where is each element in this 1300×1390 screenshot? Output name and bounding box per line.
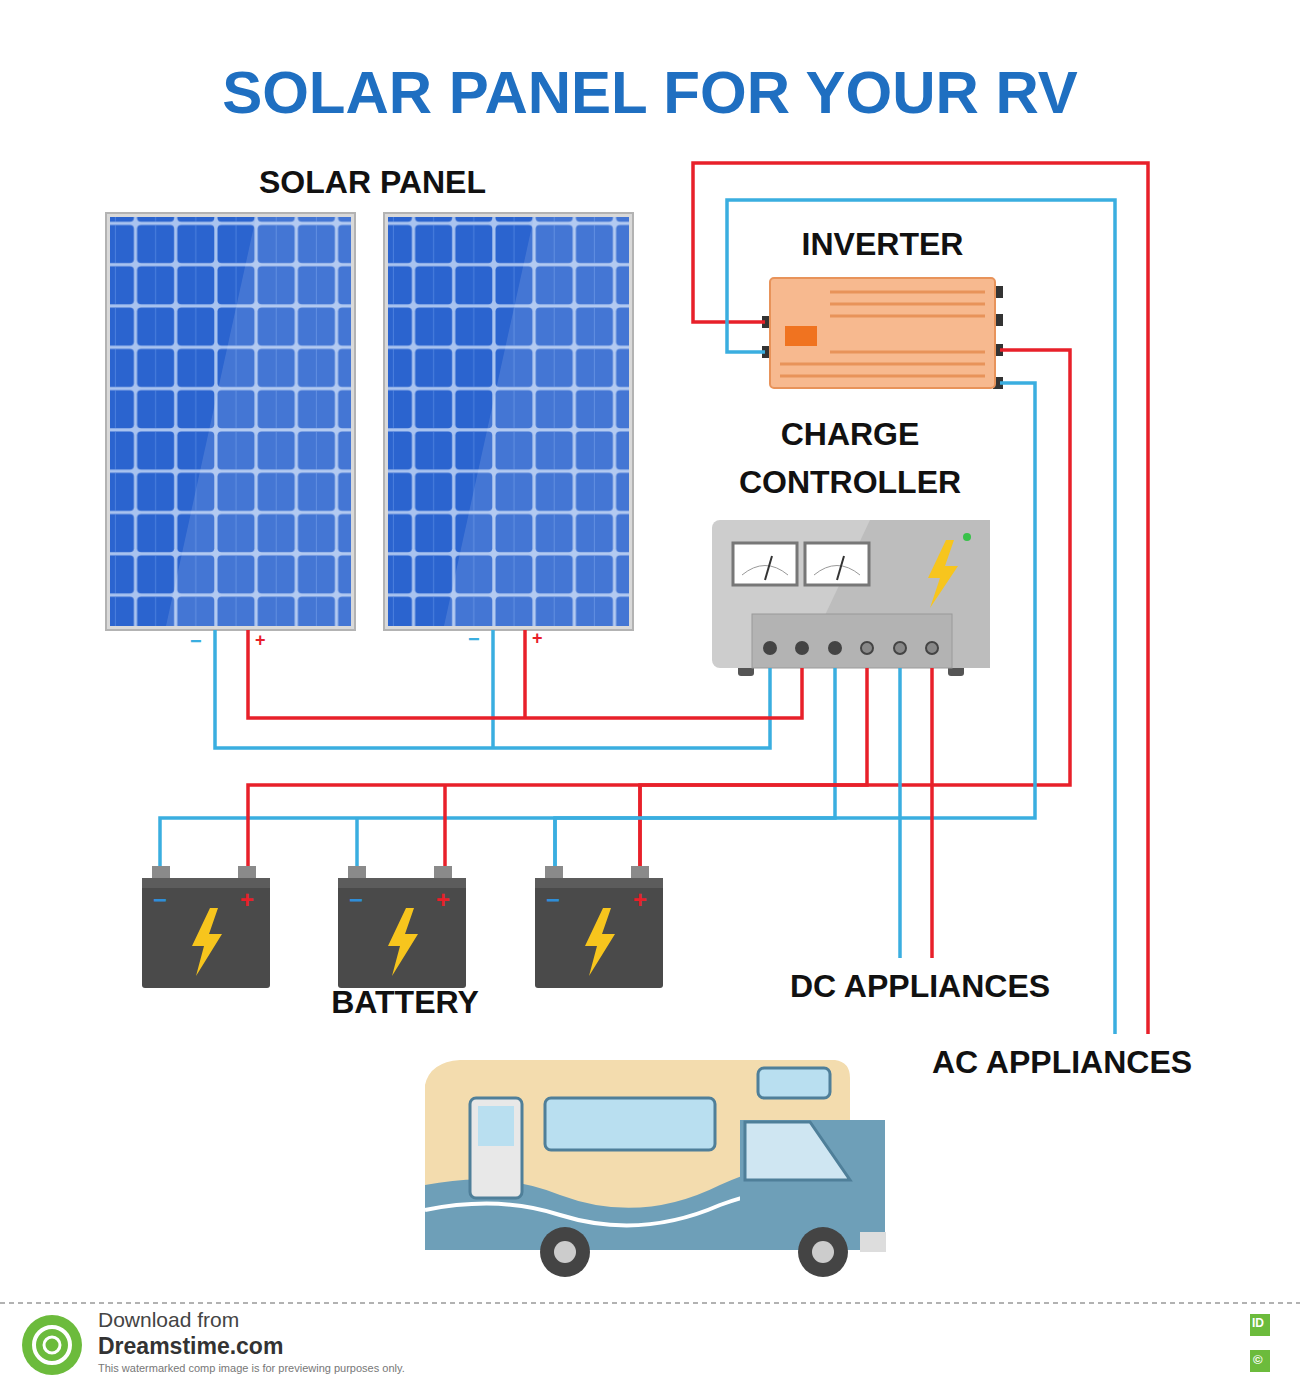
wire xyxy=(248,668,867,866)
watermark-text: This watermarked comp image is for previ… xyxy=(98,1362,405,1374)
wire xyxy=(727,200,1115,1034)
dc-appliances: DC APPLIANCES xyxy=(780,962,1060,1010)
polarity-sign: + xyxy=(532,628,543,649)
wire xyxy=(443,785,447,866)
diagram-title: SOLAR PANEL FOR YOUR RV xyxy=(0,58,1300,127)
watermark-text: Download from xyxy=(98,1308,239,1332)
rv-illustration xyxy=(425,1060,886,1277)
wire xyxy=(693,163,1148,1034)
polarity-sign: − xyxy=(546,886,560,914)
solar-panel-group: SOLAR PANEL xyxy=(105,158,640,630)
node-label: CHARGE CONTROLLER xyxy=(725,410,975,506)
node-label: BATTERY xyxy=(140,978,670,1026)
ac-appliances: AC APPLIANCES xyxy=(922,1038,1202,1086)
battery-bank: BATTERY xyxy=(140,866,670,1026)
wire-pair xyxy=(160,668,867,866)
node-label: DC APPLIANCES xyxy=(780,962,1060,1010)
wire xyxy=(555,383,1035,866)
wire-pair xyxy=(215,630,802,748)
watermark-text: Dreamstime.com xyxy=(98,1333,283,1360)
wire xyxy=(491,630,495,748)
wire xyxy=(215,630,770,748)
node-label: INVERTER xyxy=(765,220,1000,268)
polarity-sign: − xyxy=(468,628,480,651)
wire xyxy=(160,668,835,866)
node-label: AC APPLIANCES xyxy=(922,1038,1202,1086)
polarity-sign: − xyxy=(190,630,202,653)
wire xyxy=(355,818,359,866)
polarity-sign: − xyxy=(349,886,363,914)
polarity-sign: + xyxy=(240,886,254,914)
node-label: SOLAR PANEL xyxy=(105,158,640,206)
charge-controller: CHARGE CONTROLLER xyxy=(705,410,995,668)
wire-pair xyxy=(555,350,1070,866)
charge-controller-body xyxy=(712,520,990,676)
polarity-sign: + xyxy=(255,630,266,651)
polarity-sign: − xyxy=(153,886,167,914)
wire xyxy=(930,668,934,958)
wire xyxy=(898,668,902,958)
polarity-sign: + xyxy=(436,886,450,914)
inverter-body xyxy=(762,278,1003,389)
wire xyxy=(248,630,802,718)
watermark-text: ID xyxy=(1252,1316,1264,1330)
watermark-text: © xyxy=(1253,1352,1263,1367)
polarity-sign: + xyxy=(633,886,647,914)
wire xyxy=(640,350,1070,866)
wire xyxy=(523,630,527,718)
wire-pair xyxy=(693,163,1148,1034)
inverter: INVERTER xyxy=(765,220,1000,390)
wire-pair xyxy=(900,668,932,958)
